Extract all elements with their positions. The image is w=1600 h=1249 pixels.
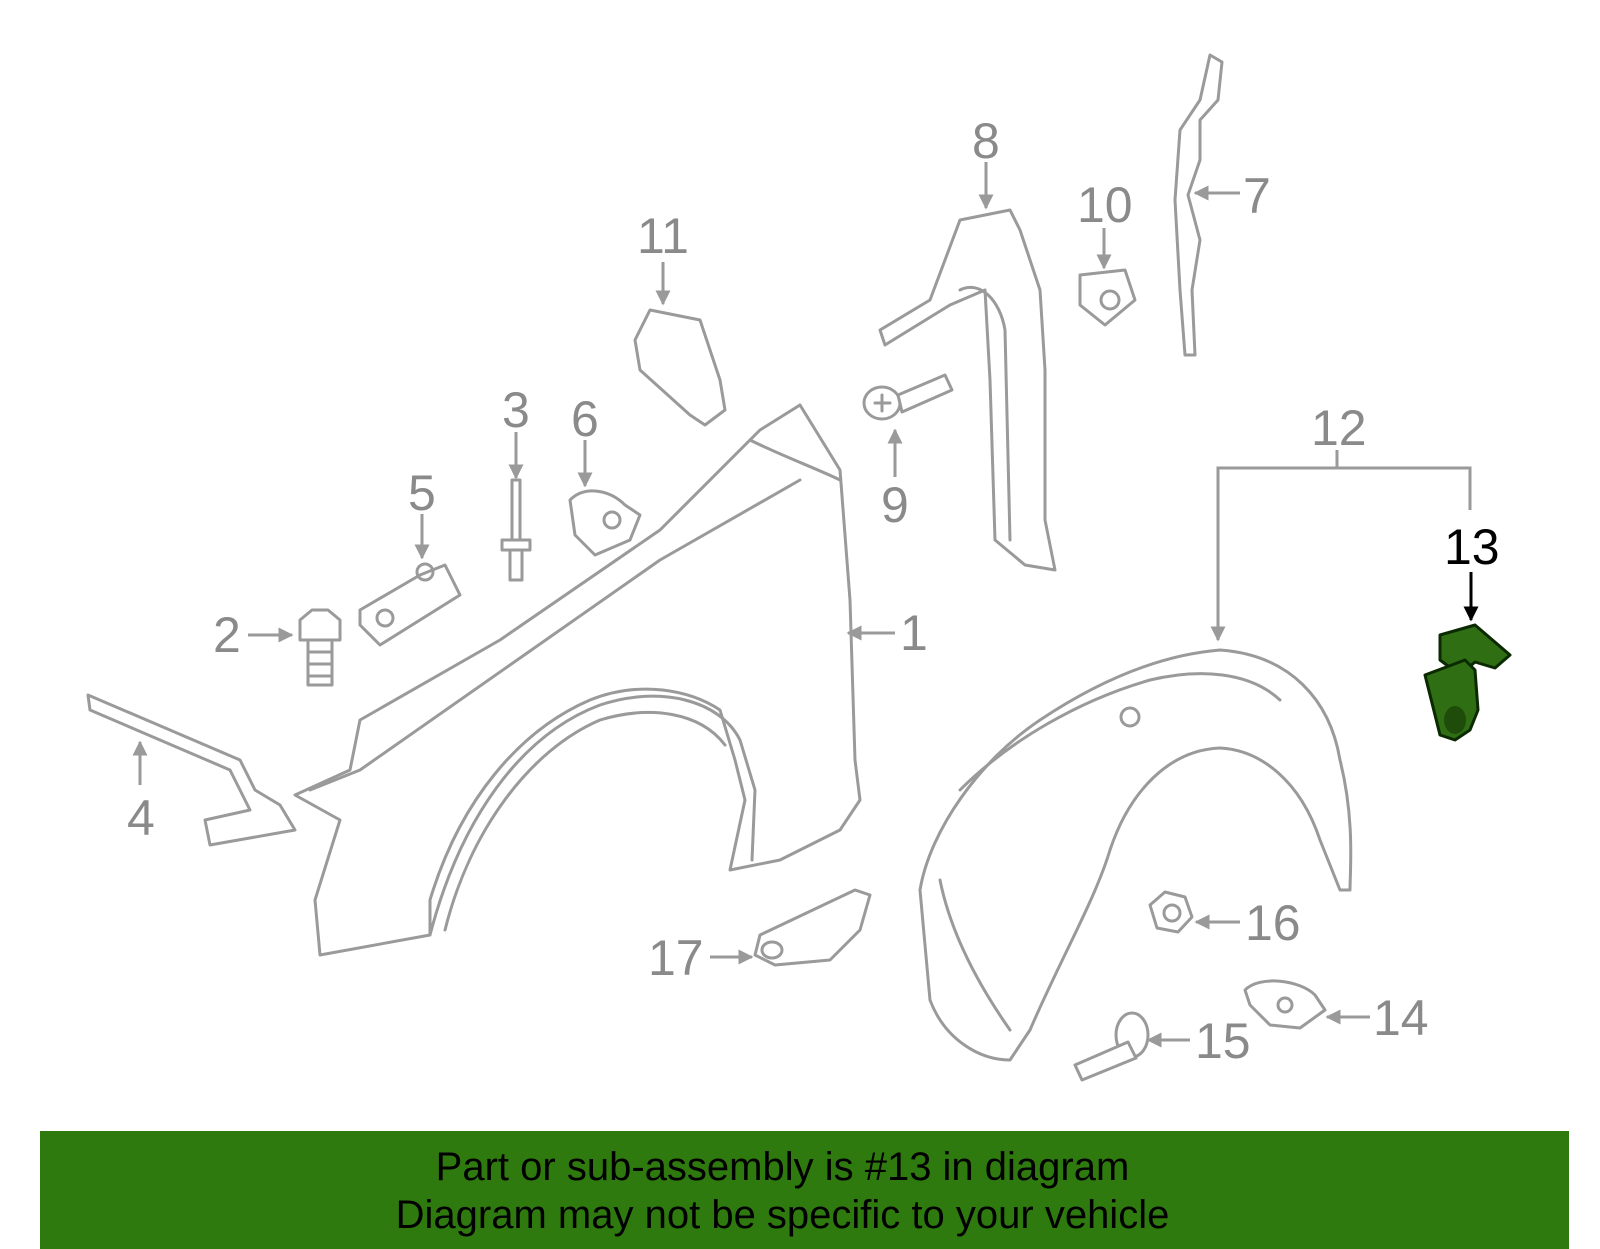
part-8-pillar — [878, 208, 1057, 572]
callout-2: 2 — [213, 607, 241, 663]
part-10-clip — [1078, 268, 1137, 327]
part-9-screw — [862, 373, 954, 421]
part-13-clip[interactable] — [1423, 623, 1512, 742]
parts-diagram: 1 2 3 4 5 6 7 8 9 10 11 12 — [86, 53, 1512, 1082]
part-7-strip — [1173, 53, 1224, 357]
callout-6: 6 — [571, 391, 599, 447]
callout-4: 4 — [127, 790, 155, 846]
part-4-bracket — [86, 693, 297, 847]
part-14-clip — [1243, 979, 1327, 1030]
callout-8: 8 — [972, 113, 1000, 169]
callout-16: 16 — [1245, 895, 1301, 951]
info-banner: Part or sub-assembly is #13 in diagram D… — [40, 1131, 1569, 1249]
banner-line-1: Part or sub-assembly is #13 in diagram — [435, 1145, 1130, 1189]
callout-14: 14 — [1373, 990, 1429, 1046]
part-3-pin — [500, 478, 532, 582]
callout-17: 17 — [648, 930, 704, 986]
callout-10: 10 — [1077, 177, 1133, 233]
part-5-bracket — [358, 562, 462, 647]
part-1-fender — [293, 403, 862, 957]
callout-7: 7 — [1243, 168, 1271, 224]
callout-12: 12 — [1311, 400, 1367, 456]
callout-5: 5 — [408, 465, 436, 521]
part-17-bracket — [753, 888, 872, 967]
part-12-liner — [918, 648, 1353, 1062]
banner-line-2: Diagram may not be specific to your vehi… — [395, 1193, 1170, 1237]
callouts: 1 2 3 4 5 6 7 8 9 10 11 12 — [127, 113, 1500, 1069]
callout-1: 1 — [900, 605, 928, 661]
callout-9: 9 — [881, 477, 909, 533]
part-2-bolt — [298, 608, 342, 687]
callout-3: 3 — [502, 382, 530, 438]
callout-15: 15 — [1195, 1013, 1251, 1069]
callout-13: 13 — [1444, 519, 1500, 575]
part-6-bracket — [568, 489, 642, 557]
part-16-nut — [1148, 890, 1194, 934]
part-11-block — [633, 308, 727, 427]
callout-11: 11 — [637, 208, 689, 264]
part-15-screw — [1073, 1011, 1150, 1082]
